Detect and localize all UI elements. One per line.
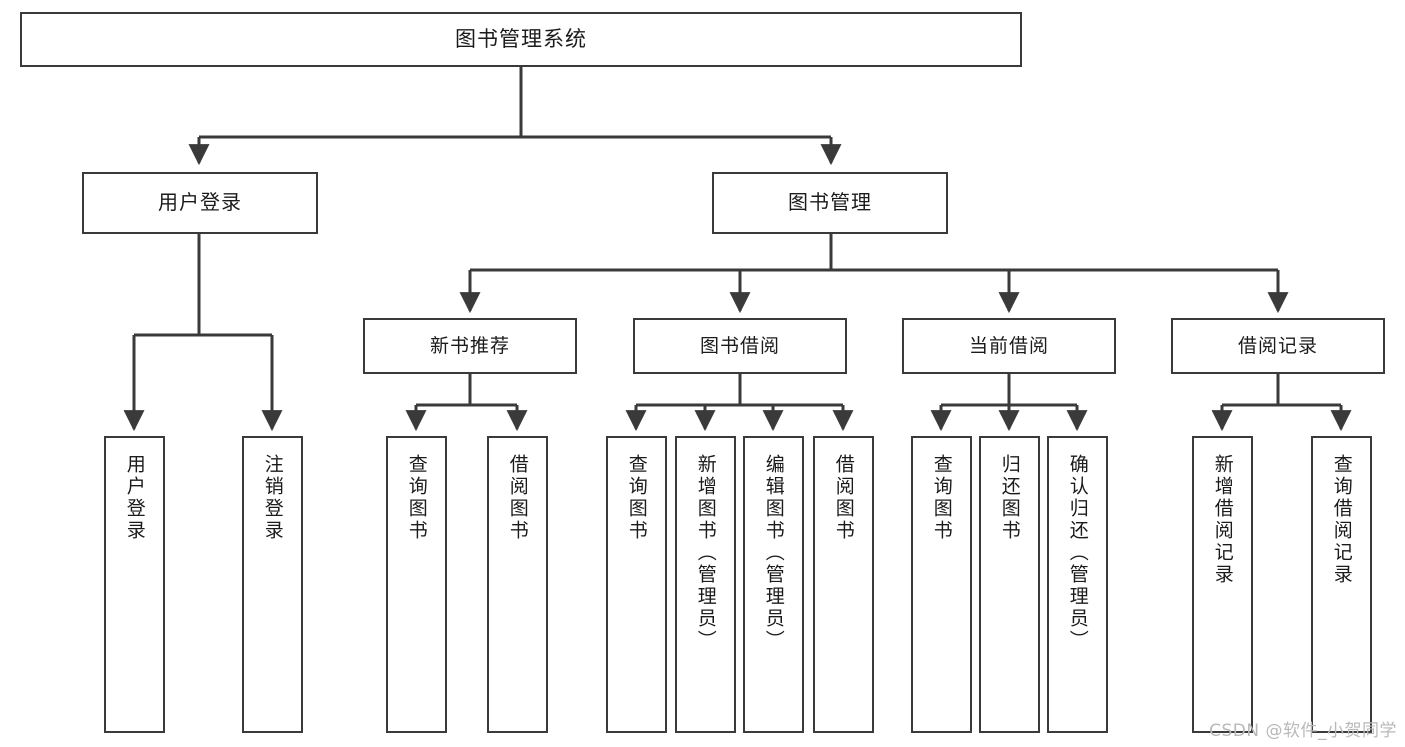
- leaf-add-book[interactable]: 新增图书（管理员）: [675, 436, 736, 733]
- leaf-query-book-1-label: 查询图书: [405, 454, 428, 542]
- leaf-return-book[interactable]: 归还图书: [979, 436, 1040, 733]
- node-book-borrow-label: 图书借阅: [699, 334, 780, 357]
- leaf-query-book-2[interactable]: 查询图书: [606, 436, 667, 733]
- node-borrow-record[interactable]: 借阅记录: [1171, 318, 1385, 374]
- node-book-borrow[interactable]: 图书借阅: [633, 318, 847, 374]
- leaf-logout-login-label: 注销登录: [261, 454, 284, 542]
- leaf-borrow-book-2[interactable]: 借阅图书: [813, 436, 874, 733]
- leaf-query-book-3[interactable]: 查询图书: [911, 436, 972, 733]
- leaf-add-book-label: 新增图书（管理员）: [694, 454, 717, 652]
- leaf-confirm-return[interactable]: 确认归还（管理员）: [1047, 436, 1108, 733]
- leaf-query-record[interactable]: 查询借阅记录: [1311, 436, 1372, 733]
- leaf-add-record[interactable]: 新增借阅记录: [1192, 436, 1253, 733]
- node-user-login[interactable]: 用户登录: [82, 172, 318, 234]
- leaf-edit-book-label: 编辑图书（管理员）: [762, 454, 785, 652]
- node-book-manage-label: 图书管理: [788, 190, 872, 215]
- leaf-query-book-1[interactable]: 查询图书: [386, 436, 447, 733]
- leaf-return-book-label: 归还图书: [998, 454, 1021, 542]
- leaf-user-login-label: 用户登录: [123, 454, 146, 542]
- leaf-borrow-book-1-label: 借阅图书: [506, 454, 529, 542]
- node-borrow-record-label: 借阅记录: [1237, 334, 1318, 357]
- leaf-logout-login[interactable]: 注销登录: [242, 436, 303, 733]
- node-book-manage[interactable]: 图书管理: [712, 172, 948, 234]
- leaf-add-record-label: 新增借阅记录: [1211, 454, 1234, 586]
- node-root-label: 图书管理系统: [455, 27, 587, 52]
- leaf-borrow-book-2-label: 借阅图书: [832, 454, 855, 542]
- leaf-edit-book[interactable]: 编辑图书（管理员）: [743, 436, 804, 733]
- node-current-borrow-label: 当前借阅: [968, 334, 1049, 357]
- node-current-borrow[interactable]: 当前借阅: [902, 318, 1116, 374]
- node-root-system[interactable]: 图书管理系统: [20, 12, 1022, 67]
- leaf-confirm-return-label: 确认归还（管理员）: [1066, 454, 1089, 652]
- leaf-user-login[interactable]: 用户登录: [104, 436, 165, 733]
- leaf-query-book-3-label: 查询图书: [930, 454, 953, 542]
- leaf-query-record-label: 查询借阅记录: [1330, 454, 1353, 586]
- leaf-borrow-book-1[interactable]: 借阅图书: [487, 436, 548, 733]
- node-new-book-recommend-label: 新书推荐: [429, 334, 510, 357]
- csdn-watermark: CSDN @软件_小贺同学: [1209, 721, 1397, 741]
- leaf-query-book-2-label: 查询图书: [625, 454, 648, 542]
- node-new-book-recommend[interactable]: 新书推荐: [363, 318, 577, 374]
- node-user-login-label: 用户登录: [158, 190, 242, 215]
